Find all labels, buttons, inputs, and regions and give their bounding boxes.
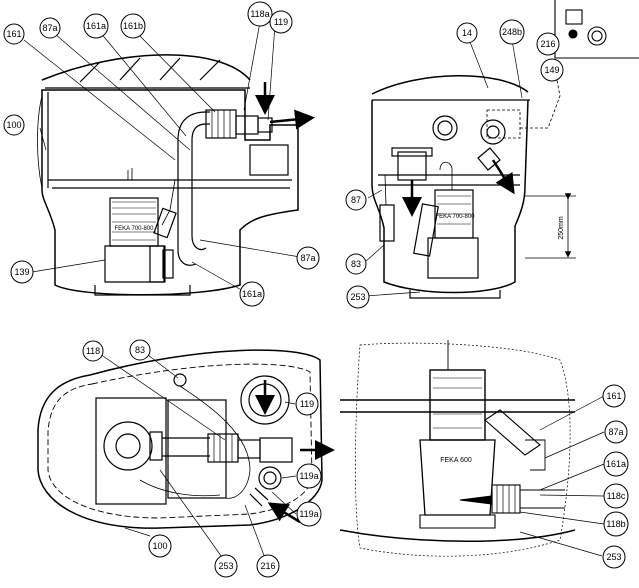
callout-87a-top: 87a <box>39 17 61 39</box>
callout-87a-br: 87a <box>604 420 628 444</box>
callout-139: 139 <box>10 260 34 284</box>
pump-label-3: FEKA 600 <box>440 457 472 464</box>
view-plan <box>37 349 323 529</box>
svg-text:83: 83 <box>135 345 145 355</box>
svg-text:139: 139 <box>14 267 29 277</box>
svg-text:161: 161 <box>606 391 621 401</box>
svg-text:216: 216 <box>260 561 275 571</box>
callout-161b: 161b <box>120 13 146 39</box>
svg-text:14: 14 <box>462 28 472 38</box>
callout-161a-mid: 161a <box>239 281 265 307</box>
callout-14: 14 <box>456 22 478 44</box>
view-pump-detail <box>339 340 576 557</box>
leader-lines-bottom-left <box>99 353 297 561</box>
callout-161: 161 <box>3 23 25 45</box>
svg-text:118b: 118b <box>606 519 625 529</box>
callout-118a: 118a <box>247 1 273 27</box>
svg-text:119: 119 <box>274 17 288 27</box>
callout-83-mid: 83 <box>345 253 367 275</box>
callout-118b: 118b <box>603 511 629 537</box>
callout-149: 149 <box>540 58 564 82</box>
svg-text:161a: 161a <box>242 289 262 299</box>
svg-text:87a: 87a <box>300 253 315 263</box>
callout-118: 118 <box>82 340 104 362</box>
svg-text:161a: 161a <box>86 21 106 31</box>
svg-text:161b: 161b <box>123 21 143 31</box>
svg-text:253: 253 <box>606 552 621 562</box>
callout-216-bot: 216 <box>256 554 280 578</box>
callout-119-top: 119 <box>269 10 293 34</box>
callout-161a-top: 161a <box>83 13 109 39</box>
pump-label-1: FEKA 700-800 <box>114 226 154 232</box>
svg-text:248b: 248b <box>502 27 522 37</box>
svg-text:119a: 119a <box>299 471 318 481</box>
inset-detail <box>520 0 639 129</box>
dimension-250mm <box>525 193 576 259</box>
callout-119a-2: 119a <box>296 501 322 527</box>
svg-text:100: 100 <box>6 120 21 130</box>
svg-text:118c: 118c <box>607 491 626 501</box>
callout-161-br: 161 <box>602 384 626 408</box>
callout-119a-1: 119a <box>296 463 322 489</box>
svg-text:83: 83 <box>351 259 361 269</box>
leader-lines-top-right <box>364 39 523 297</box>
svg-text:216: 216 <box>540 39 555 49</box>
svg-text:118a: 118a <box>250 9 269 19</box>
svg-text:161: 161 <box>6 29 21 39</box>
dimension-text: 250mm <box>558 216 565 240</box>
svg-text:118: 118 <box>86 346 100 356</box>
callout-100-bot: 100 <box>148 534 172 558</box>
callout-161a-br: 161a <box>603 451 629 477</box>
callout-labels: 100 161 87a 161a 161b 118a 119 139 87a 1… <box>3 1 629 578</box>
svg-text:161a: 161a <box>606 459 626 469</box>
callout-253-bot: 253 <box>214 554 238 578</box>
callout-248b: 248b <box>499 19 525 45</box>
callout-253-br: 253 <box>602 545 626 569</box>
callout-83-bot: 83 <box>129 339 151 361</box>
pump-label-2: FEKA 700-800 <box>435 214 475 220</box>
svg-text:119: 119 <box>300 399 314 409</box>
view-side-section <box>371 75 530 299</box>
callout-87a-mid: 87a <box>296 246 320 270</box>
svg-text:87a: 87a <box>42 23 57 33</box>
callout-253-mid: 253 <box>346 285 370 309</box>
svg-text:253: 253 <box>218 561 233 571</box>
callout-119-bot: 119 <box>295 392 319 416</box>
callout-100: 100 <box>3 114 25 136</box>
svg-text:87: 87 <box>351 195 361 205</box>
svg-text:149: 149 <box>544 65 559 75</box>
callout-118c: 118c <box>603 483 629 509</box>
leader-lines-bottom-right <box>519 395 605 557</box>
svg-text:100: 100 <box>152 541 167 551</box>
callout-87: 87 <box>345 189 367 211</box>
leader-lines-top-left <box>23 21 301 293</box>
svg-text:119a: 119a <box>299 509 318 519</box>
view-front-section <box>37 54 299 296</box>
callout-216-top: 216 <box>536 32 560 56</box>
svg-text:87a: 87a <box>608 427 623 437</box>
svg-text:253: 253 <box>350 292 365 302</box>
